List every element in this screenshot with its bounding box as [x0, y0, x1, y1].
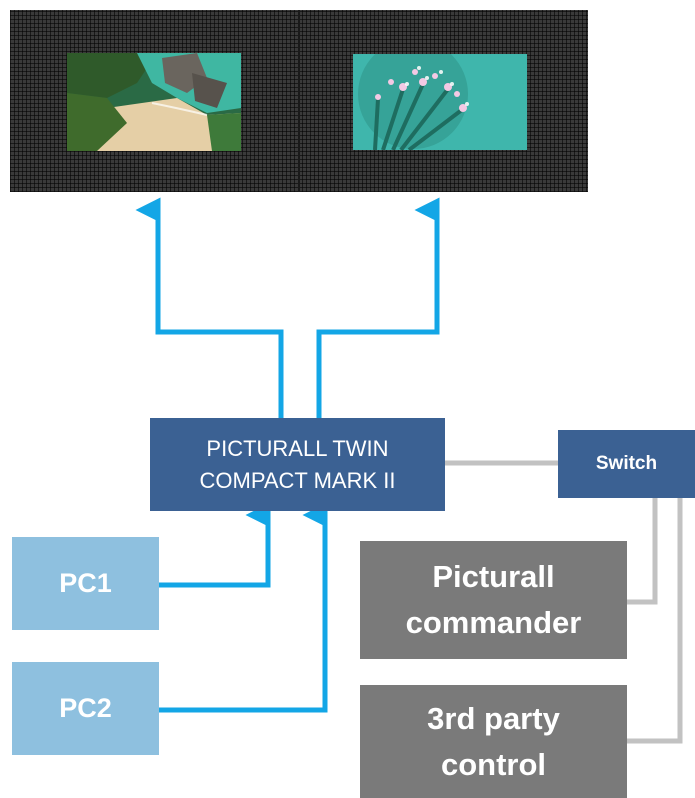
switch-label: Switch — [595, 453, 658, 474]
video-links — [135, 197, 440, 713]
switch-commander-link — [627, 498, 658, 605]
pc2-source: PC2 — [12, 662, 159, 755]
third-party-control: 3rd party control — [360, 685, 627, 798]
pc2-label: PC2 — [59, 693, 112, 723]
led-video-wall — [10, 10, 588, 192]
commander-label: Picturall commander — [405, 559, 582, 640]
pc1-input-link — [159, 502, 271, 588]
network-switch: Switch — [558, 430, 695, 498]
wall-divider — [298, 10, 300, 192]
control-links — [445, 460, 683, 744]
processor-label: PICTURALL TWIN COMPACT MARK II — [199, 435, 396, 493]
left-screen-image — [67, 53, 241, 151]
right-screen-image — [353, 54, 527, 150]
switch-third-party-link — [627, 498, 683, 744]
pc2-input-link — [159, 502, 328, 713]
picturall-twin-processor: PICTURALL TWIN COMPACT MARK II — [150, 418, 445, 511]
output-left-link — [135, 197, 284, 418]
pc1-source: PC1 — [12, 537, 159, 630]
picturall-commander: Picturall commander — [360, 541, 627, 659]
third-party-label: 3rd party control — [427, 700, 560, 782]
output-right-link — [316, 197, 440, 418]
pc1-label: PC1 — [59, 568, 112, 598]
